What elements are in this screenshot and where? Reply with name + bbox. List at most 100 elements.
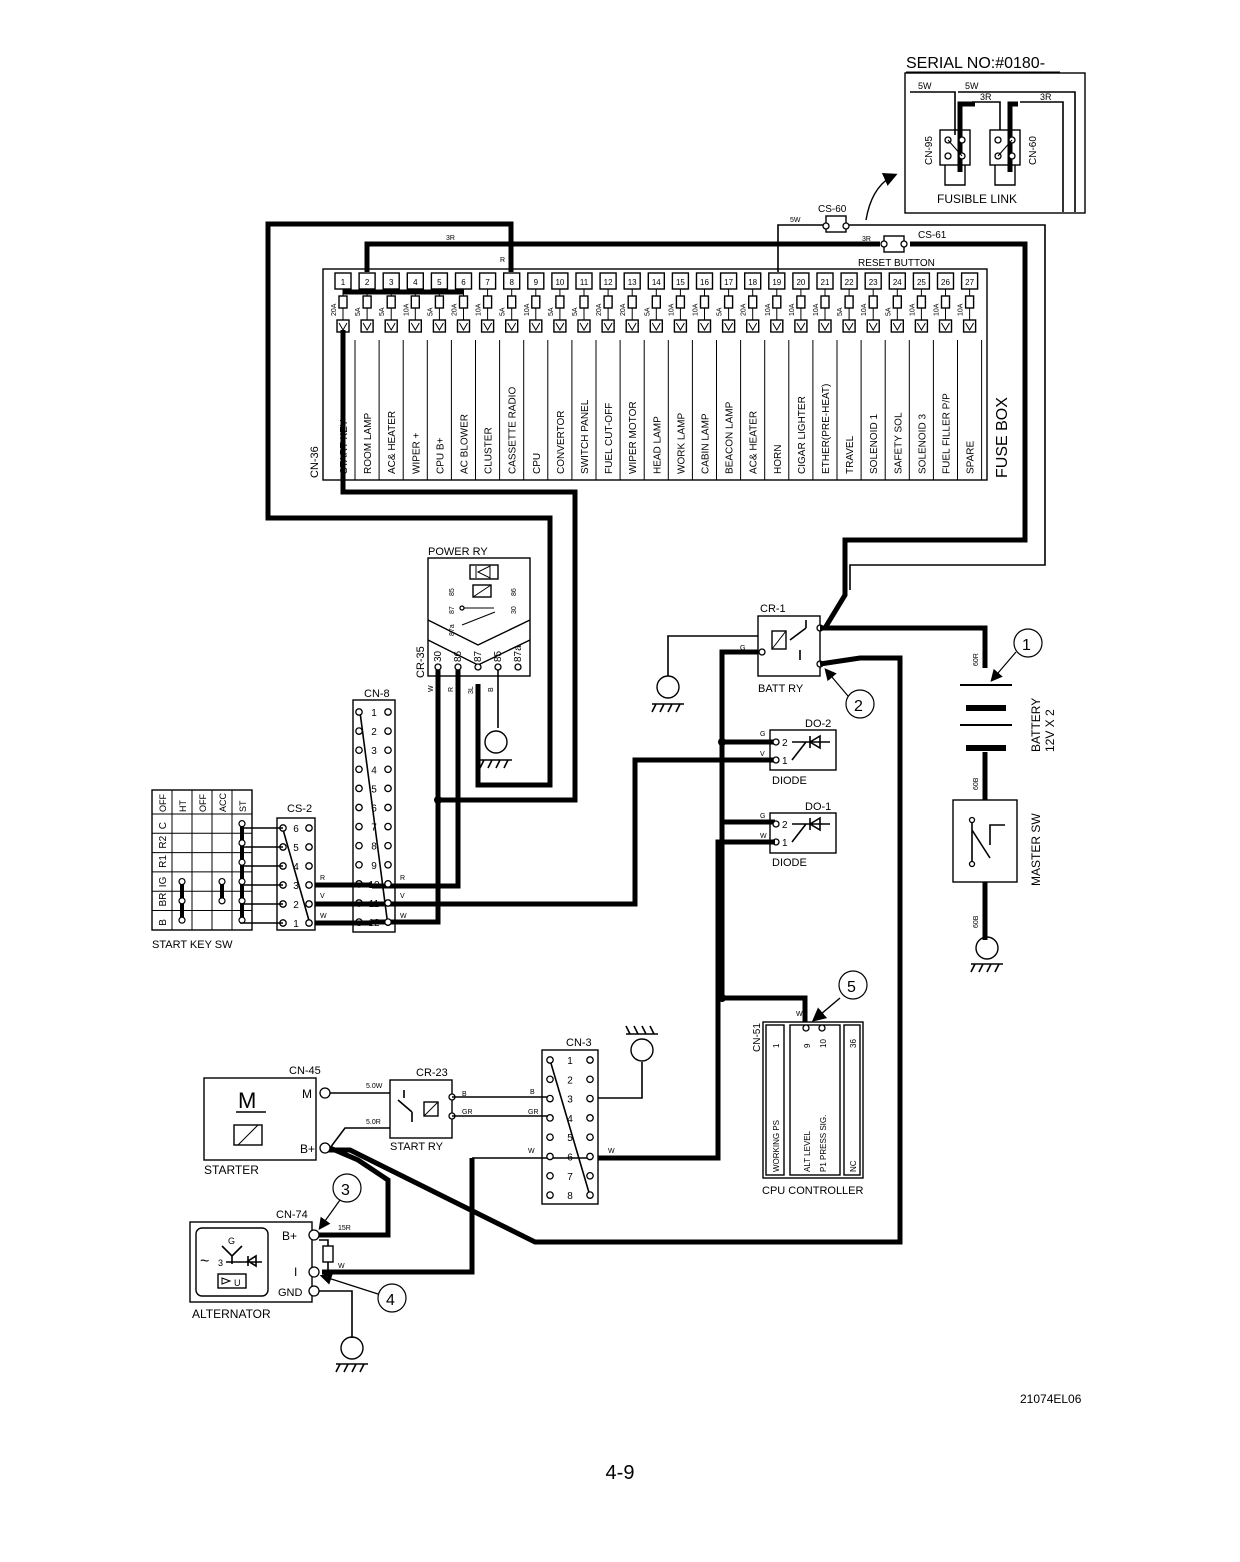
cn-3-pin-right xyxy=(586,1114,594,1122)
cn-8-pin-left xyxy=(355,765,363,774)
cs-2-pin-right xyxy=(305,881,313,889)
cs2-wire-r: R xyxy=(320,875,325,882)
start-key-row-label: B xyxy=(158,919,169,926)
fuse-amp: 10A xyxy=(934,303,941,316)
fusible-link-group: SERIAL NO:#0180- 5W 5W 3R 3R CN-95 CN-60… xyxy=(865,55,1086,221)
fuse-name: WIPER MOTOR xyxy=(628,401,639,474)
cn-8-pin-right xyxy=(384,708,392,716)
alternator-u-symbol: U xyxy=(234,1278,241,1288)
alternator-pin-bplus: B+ xyxy=(282,1229,297,1243)
do-1-label: DIODE xyxy=(772,857,807,869)
cn-3-pin-left xyxy=(546,1191,554,1199)
battery-spec: 12V X 2 xyxy=(1043,709,1057,752)
fuse-amp: 10A xyxy=(765,303,772,316)
fuse-box-group: CS-60 5W CS-61 RESET BUTTON 3R 3R R CN-3… xyxy=(265,204,1046,803)
fuse-name: ROOM LAMP xyxy=(363,413,374,474)
callout-1-label: 1 xyxy=(1022,637,1031,654)
power-ry-inner-30: 30 xyxy=(511,606,518,614)
cn-8-pin-number: 8 xyxy=(371,842,377,853)
fuse-element xyxy=(916,295,927,309)
cn-3-pin-left xyxy=(546,1114,554,1122)
cn-8-pin-number: 9 xyxy=(371,861,377,872)
fuse-number: 10 xyxy=(555,278,564,287)
cn-8-pin-left xyxy=(355,822,363,831)
fuse-name: ETHER(PRE-HEAT) xyxy=(821,384,832,474)
fuse-terminal xyxy=(553,319,567,333)
fuse-element xyxy=(748,295,758,309)
cn-8-pin-number: 3 xyxy=(371,746,377,757)
fuse-element xyxy=(603,295,613,309)
fuse-terminal xyxy=(432,319,447,333)
fuse-number: 5 xyxy=(437,278,442,287)
fuse-terminal xyxy=(962,319,977,333)
fuse-element xyxy=(868,295,878,309)
fuse-element xyxy=(531,295,541,309)
fuse-number: 7 xyxy=(485,278,490,287)
fuse-terminal xyxy=(842,319,856,333)
starter-motor-symbol: M xyxy=(238,1088,256,1113)
fuse-name: HEAD LAMP xyxy=(652,416,663,474)
callout-5: 5 xyxy=(838,970,868,1000)
cn-8-pin-right xyxy=(384,746,392,755)
master-sw-wire-60b: 60B xyxy=(973,915,980,928)
do-2-pin-2: 2 xyxy=(782,738,788,749)
cn-8-pin-number: 12 xyxy=(368,918,380,929)
cn-3-pin-right xyxy=(586,1075,594,1084)
fuse-number: 18 xyxy=(748,278,757,287)
do-1-wire-g: G xyxy=(760,813,765,820)
do-1-pin-1: 1 xyxy=(782,838,788,849)
power-ry-inner-85: 85 xyxy=(449,588,456,596)
cpu-wire-w: W xyxy=(796,1011,803,1018)
fuse-number: 2 xyxy=(365,278,370,287)
wire-label-3r-b: 3R xyxy=(1040,92,1052,102)
start-key-table xyxy=(151,789,253,931)
fuse-element xyxy=(579,295,589,309)
fuse-name: CLUSTER xyxy=(484,427,495,474)
battery-wire-60b: 60B xyxy=(973,777,980,790)
start-ry-group: CR-23 START RY 5.0W 5.0R B GR xyxy=(366,1067,473,1153)
fuse-amp: 10A xyxy=(693,303,700,316)
cn-8-pin-left xyxy=(355,746,363,755)
cpu-label-alt-level: ALT LEVEL xyxy=(803,1130,812,1172)
fuse-name: FUEL FILLER P/P xyxy=(942,393,953,474)
cn-3-pin-right xyxy=(586,1056,594,1064)
fuse-amp: 5A xyxy=(355,307,362,316)
fuse-element xyxy=(434,295,445,309)
callout-2-label: 2 xyxy=(854,698,863,715)
fuse-terminal xyxy=(746,319,760,333)
alternator-pin-gnd: GND xyxy=(278,1287,303,1299)
fuse-element xyxy=(723,295,734,309)
cn-3-pin-right xyxy=(586,1171,594,1180)
cn3-wire-b: B xyxy=(530,1089,535,1096)
start-key-column-label: HT xyxy=(178,800,188,812)
start-key-row-label: R2 xyxy=(158,835,169,848)
fuse-element xyxy=(482,295,493,309)
do-1-box xyxy=(769,812,837,854)
cn-8-pin-number: 10 xyxy=(368,880,380,891)
batt-ry-title: BATT RY xyxy=(758,683,804,695)
cpu-controller-box xyxy=(762,1021,864,1179)
fuse-terminal xyxy=(914,319,929,333)
cn-45-label: CN-45 xyxy=(289,1065,321,1077)
start-key-column-label: OFF xyxy=(198,794,208,812)
fuse-number: 17 xyxy=(724,278,733,287)
alternator-group: CN-74 ~ G 3 U B+ I GND ALTERNATOR 15R W xyxy=(189,1209,368,1373)
fuse-element xyxy=(555,295,565,309)
cn-8-pin-right xyxy=(384,880,392,888)
fuse-name: CONVERTOR xyxy=(556,410,567,474)
page-number: 4-9 xyxy=(605,1462,635,1484)
cs-2-pin-number: 2 xyxy=(293,900,299,911)
cn-8-pin-number: 11 xyxy=(369,899,380,910)
cn3-wire-w-right: W xyxy=(608,1148,615,1155)
cn-8-pin-left xyxy=(355,784,363,793)
fuse-name: FUEL CUT-OFF xyxy=(604,403,615,474)
ground-batt-ry xyxy=(656,675,680,699)
fuse-amp: 20A xyxy=(331,303,338,316)
cpu-pin-10: 10 xyxy=(819,1039,828,1048)
fuse-number: 23 xyxy=(869,278,878,287)
fuse-terminal xyxy=(360,319,374,333)
fuse-amp: 5A xyxy=(644,307,651,316)
fuse-terminal xyxy=(456,319,471,333)
fuse-number: 3 xyxy=(389,278,394,287)
